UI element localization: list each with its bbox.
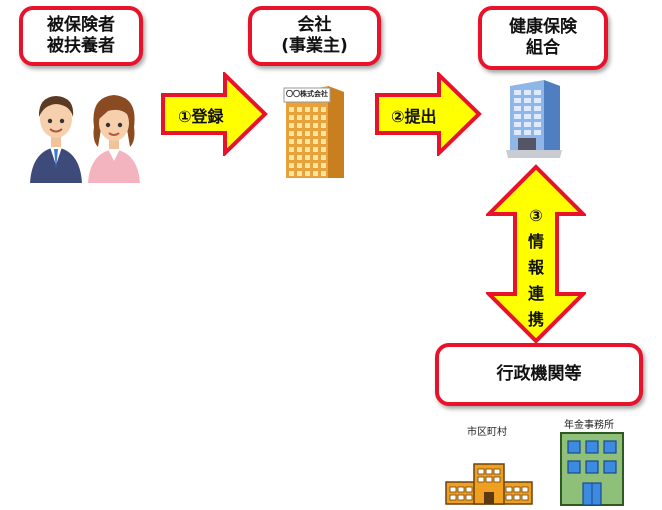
insured-box: 被保険者 被扶養者 [19, 6, 143, 66]
info-link-number: ③ [529, 206, 543, 225]
pension-caption: 年金事務所 [564, 420, 614, 431]
insured-people-illustration [30, 95, 140, 183]
union-box: 健康保険 組合 [478, 6, 608, 70]
union-label-1: 健康保険 [509, 17, 577, 37]
union-label-2: 組合 [526, 38, 560, 58]
company-sign: 〇〇株式会社 [286, 90, 328, 98]
company-building-icon [283, 86, 344, 178]
info-link-char-3: 連 [527, 284, 544, 303]
municipal-building-icon [445, 463, 533, 505]
pension-office-icon [560, 432, 624, 506]
company-label-1: 会社 [297, 15, 332, 35]
man-icon [30, 96, 82, 183]
admin-box: 行政機関等 [435, 343, 643, 406]
info-link-label: ③ 情 報 連 携 [524, 203, 548, 333]
admin-label: 行政機関等 [496, 364, 582, 384]
woman-icon [88, 95, 140, 183]
submit-label: ②提出 [391, 107, 437, 126]
insured-label-2: 被扶養者 [47, 36, 115, 56]
company-label-2: (事業主) [281, 36, 348, 56]
info-link-char-1: 情 [527, 232, 544, 251]
union-building-icon [506, 80, 562, 158]
register-label: ①登録 [178, 107, 224, 126]
info-link-char-4: 携 [527, 310, 544, 329]
company-box: 会社 (事業主) [248, 6, 381, 66]
municipal-caption: 市区町村 [467, 427, 507, 438]
register-arrow [161, 72, 268, 156]
submit-arrow [375, 72, 482, 156]
info-link-char-2: 報 [527, 258, 544, 277]
insured-label-1: 被保険者 [47, 15, 115, 35]
info-link-arrow [486, 164, 586, 344]
